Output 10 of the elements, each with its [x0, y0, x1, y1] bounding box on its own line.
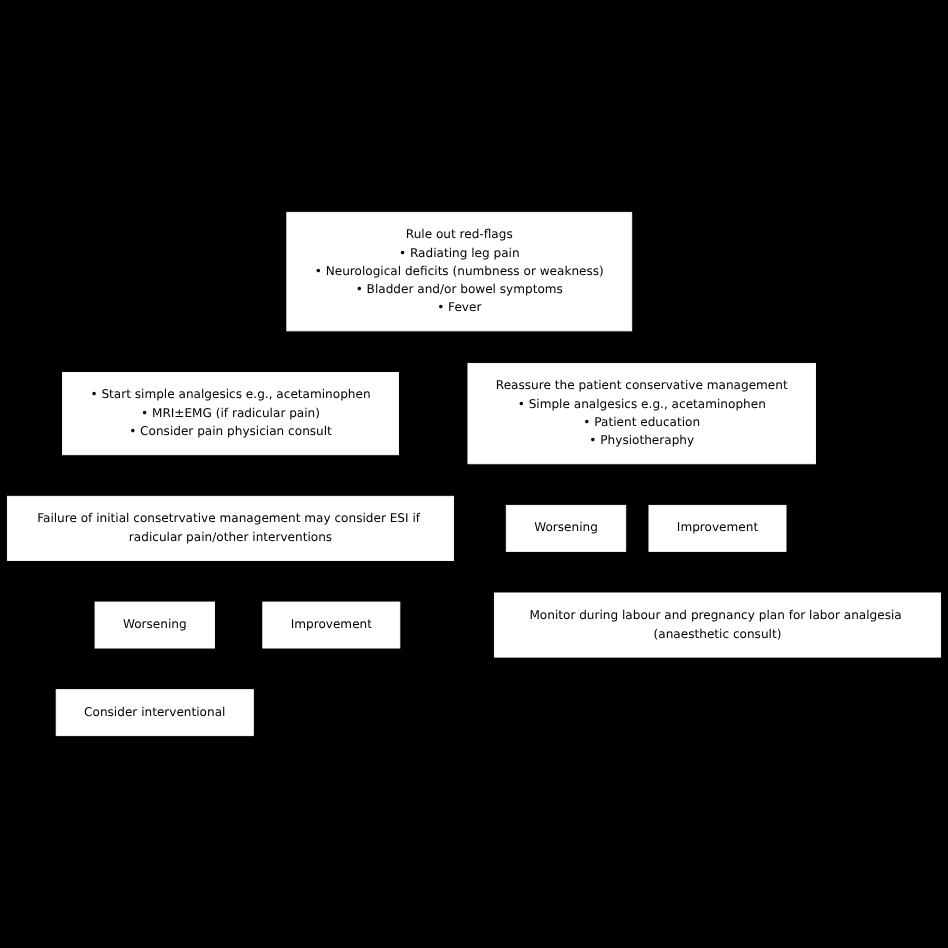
node-box [6, 495, 455, 561]
node-box [493, 592, 942, 658]
node-box [262, 601, 401, 649]
node-box [648, 504, 787, 552]
node-box [94, 601, 215, 649]
node-box [55, 689, 254, 737]
node-box [62, 372, 399, 456]
node-box [286, 211, 633, 332]
node-box [505, 504, 627, 552]
node-box [467, 362, 816, 465]
